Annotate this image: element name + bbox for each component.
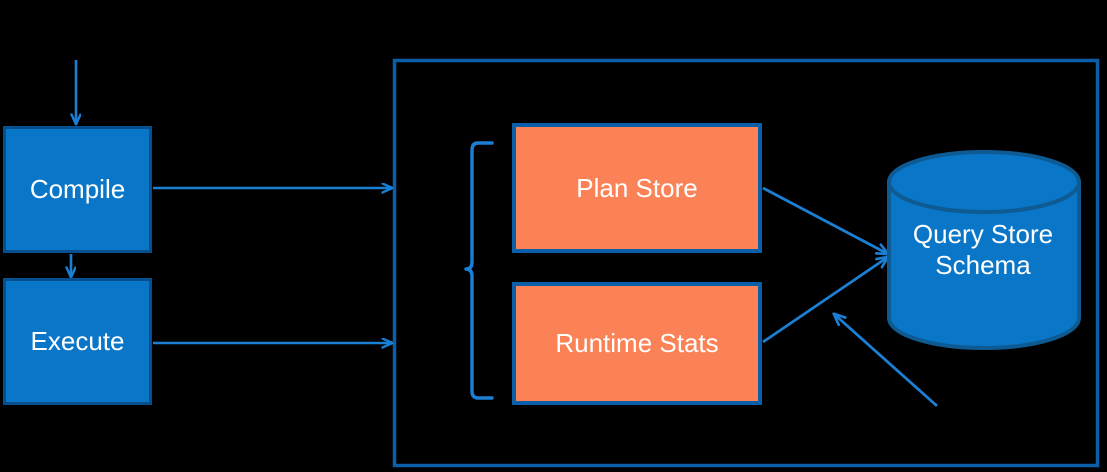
node-compile-box[interactable] bbox=[3, 126, 152, 253]
edge-runtime-schema bbox=[762, 257, 888, 344]
node-execute-box[interactable] bbox=[3, 278, 152, 405]
query-store-boundary bbox=[392, 58, 1100, 468]
grouping-brace bbox=[464, 141, 494, 400]
node-plan-store-box[interactable] bbox=[512, 123, 762, 253]
edge-external-schema bbox=[834, 314, 938, 408]
node-runtime-stats-box[interactable] bbox=[512, 282, 762, 405]
query-store-schema-cylinder bbox=[887, 150, 1081, 350]
edge-plan-schema bbox=[762, 186, 888, 254]
